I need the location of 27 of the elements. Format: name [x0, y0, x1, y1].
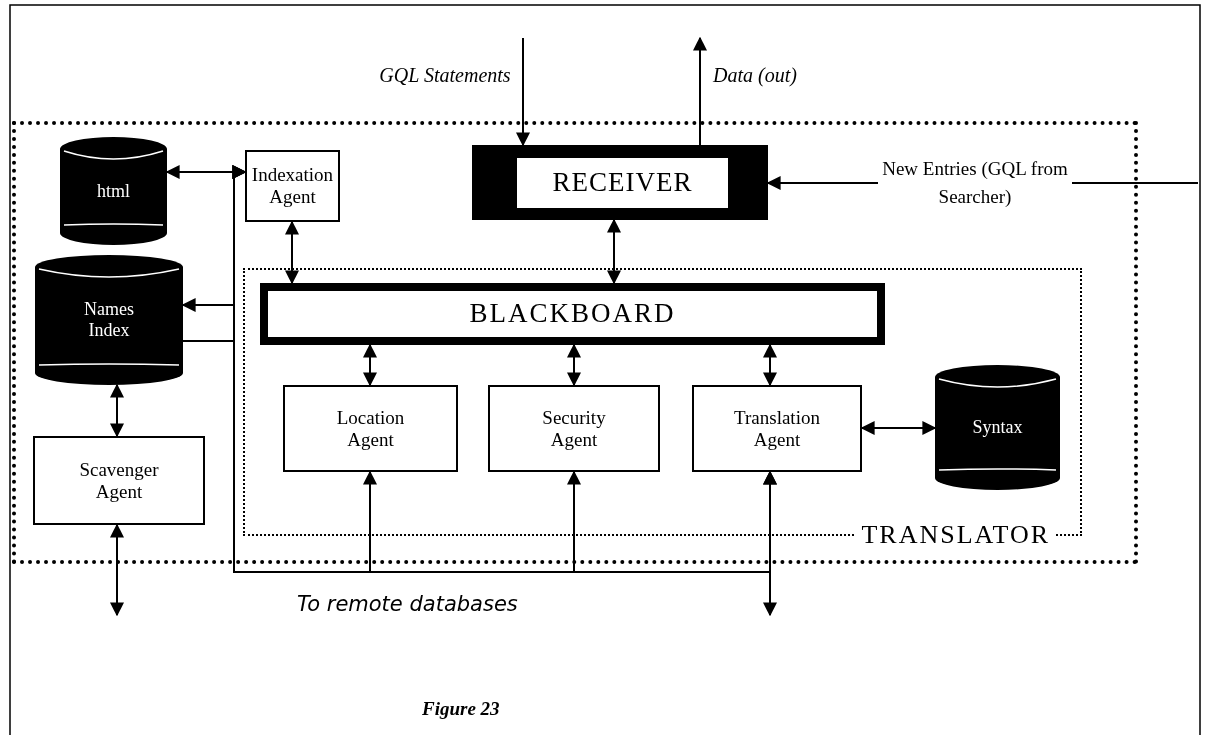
agent-box [692, 385, 862, 472]
arrow [763, 343, 777, 387]
node-label: Translation Agent [733, 406, 821, 451]
node-label: Security Agent [541, 406, 607, 451]
node-label: BLACKBOARD [469, 298, 676, 330]
arrow [693, 36, 707, 146]
arrow [567, 343, 581, 387]
node-label: Names Index [83, 299, 135, 341]
arrow [285, 220, 299, 285]
arrow [516, 37, 530, 147]
node-label: RECEIVER [552, 167, 693, 199]
receiver-box [472, 145, 768, 220]
node-label: Location Agent [335, 406, 406, 451]
agent-box [245, 150, 340, 222]
arrow [110, 523, 124, 617]
arrow [110, 383, 124, 438]
arrow [232, 165, 581, 573]
node-label: Syntax [972, 417, 1023, 438]
blackboard-box [260, 283, 885, 345]
arrow [363, 343, 377, 387]
agent-box [488, 385, 660, 472]
agent-box [33, 436, 205, 525]
node-label: Indexation Agent [251, 164, 334, 208]
node-label: Scavenger Agent [78, 458, 160, 503]
agent-box [283, 385, 458, 472]
node-label: html [97, 180, 130, 202]
dotted-boundary [12, 121, 1138, 564]
